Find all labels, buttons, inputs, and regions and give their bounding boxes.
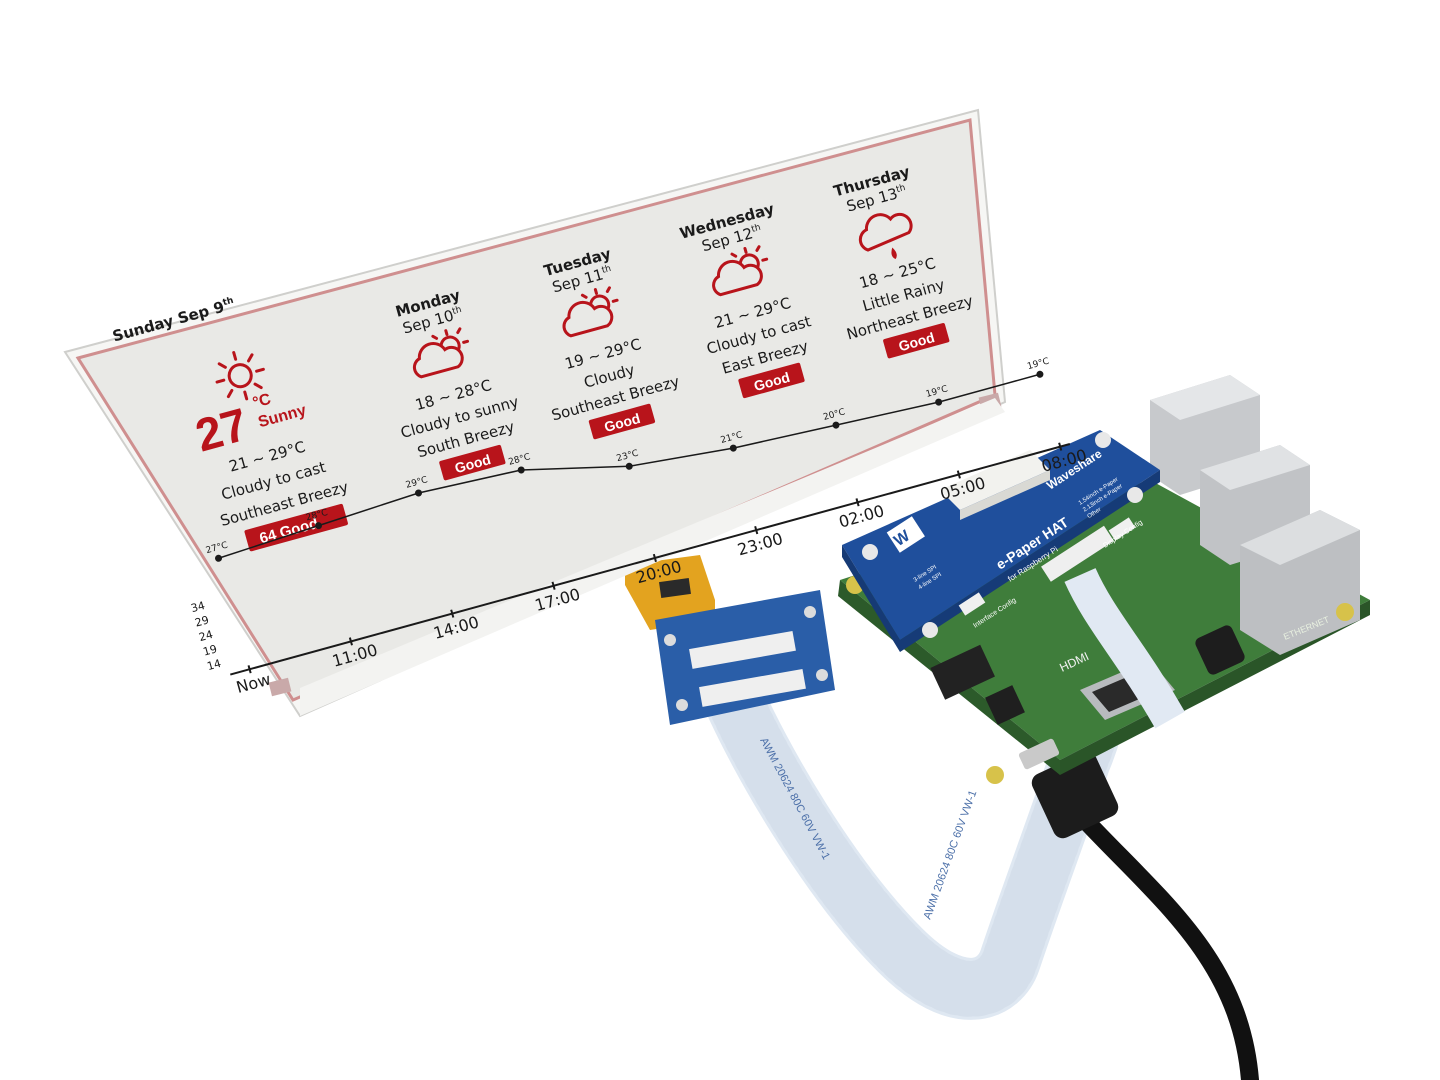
temperature-point bbox=[517, 466, 525, 474]
forecast-aqi-badge bbox=[588, 403, 656, 440]
waveshare-logo: W bbox=[886, 516, 925, 553]
y-axis-tick-label: 19 bbox=[202, 642, 219, 658]
audio-jack bbox=[1195, 625, 1245, 675]
x-axis-tick bbox=[956, 470, 961, 479]
today-aqi-badge bbox=[244, 503, 348, 552]
ethernet-port: ETHERNET bbox=[1240, 510, 1360, 655]
usb-cable bbox=[1031, 751, 1259, 1080]
hat-connector bbox=[940, 450, 1050, 520]
time-tick-label: Now bbox=[234, 669, 273, 697]
epaper-hat-board: W e-Paper HAT for Raspberry Pi Waveshare… bbox=[842, 430, 1160, 652]
partly-cloudy-icon bbox=[712, 245, 769, 297]
temperature-point bbox=[625, 462, 633, 470]
adapter-board bbox=[625, 555, 835, 725]
temperature-point bbox=[729, 444, 737, 452]
display-switch bbox=[1108, 517, 1136, 541]
x-axis-line bbox=[230, 443, 1071, 676]
forecast-aqi-badge bbox=[738, 362, 805, 399]
epaper-display bbox=[63, 108, 1007, 718]
temperature-point bbox=[832, 421, 840, 429]
temperature-point bbox=[935, 398, 943, 406]
temperature-point-label: 19°C bbox=[1026, 357, 1050, 373]
cable-print-2: AWM 20624 80C 60V VW-1 bbox=[922, 789, 980, 921]
temperature-point bbox=[315, 522, 323, 530]
rain-cloud-icon bbox=[858, 212, 913, 260]
x-axis-tick bbox=[348, 637, 353, 646]
x-axis-tick bbox=[247, 665, 252, 674]
partly-cloudy-icon bbox=[562, 286, 619, 338]
partly-cloudy-icon bbox=[412, 327, 470, 379]
y-axis-tick-label: 14 bbox=[206, 657, 223, 673]
x-axis-tick bbox=[551, 581, 556, 590]
x-axis-tick bbox=[855, 498, 860, 507]
interface-switch bbox=[958, 592, 986, 616]
temperature-point bbox=[414, 489, 423, 497]
y-axis-tick-label: 29 bbox=[193, 613, 210, 629]
forecast-aqi-badge bbox=[439, 444, 506, 481]
temperature-point bbox=[215, 554, 223, 562]
y-axis-tick-label: 24 bbox=[198, 628, 215, 644]
y-axis-tick-label: 34 bbox=[189, 599, 206, 615]
x-axis-tick bbox=[754, 526, 759, 535]
forecast-aqi-badge bbox=[883, 323, 950, 359]
fpc-connector bbox=[1041, 525, 1114, 582]
today-unit: °C bbox=[251, 390, 274, 412]
temperature-point bbox=[1036, 370, 1044, 378]
x-axis-tick bbox=[450, 609, 455, 618]
x-axis-tick bbox=[1058, 442, 1063, 451]
sun-icon bbox=[215, 351, 265, 401]
x-axis-tick bbox=[652, 553, 657, 563]
micro-usb-port bbox=[1018, 738, 1060, 770]
